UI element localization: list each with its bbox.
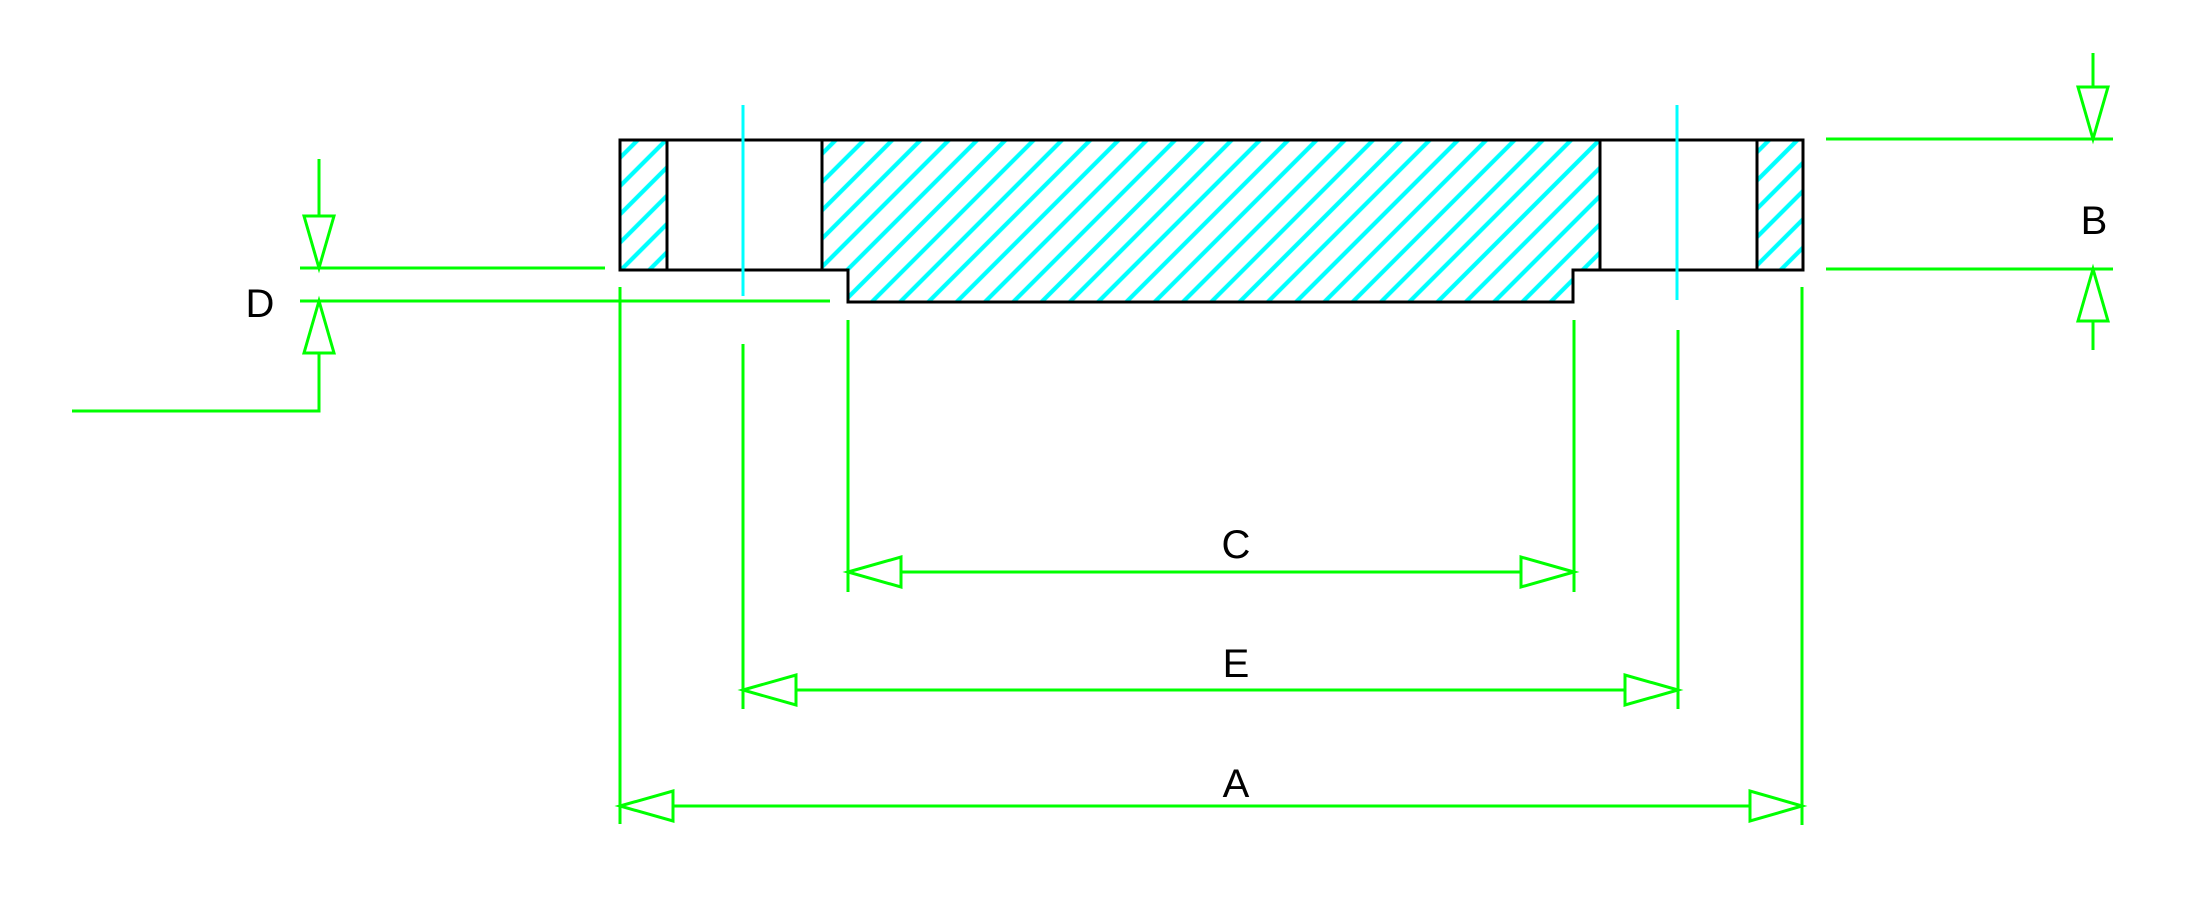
dim-c-label: C bbox=[1222, 523, 1251, 567]
dim-b-label: B bbox=[2081, 199, 2108, 243]
dim-d-label: D bbox=[246, 282, 275, 326]
arrowhead-right-icon bbox=[1519, 555, 1580, 589]
flange-outline bbox=[618, 138, 1805, 304]
hatch-center-body bbox=[822, 140, 1600, 302]
dimension-e: E bbox=[737, 330, 1684, 709]
arrowhead-left-icon bbox=[842, 555, 903, 589]
dimensions: B D C bbox=[72, 53, 2113, 825]
hatch-right-rim bbox=[1757, 140, 1803, 270]
centerlines bbox=[741, 105, 1679, 300]
dimension-c: C bbox=[842, 320, 1580, 592]
arrowhead-right-icon bbox=[1748, 789, 1808, 823]
dimension-d: D bbox=[72, 159, 830, 413]
dimension-a: A bbox=[614, 287, 1808, 825]
hatch-regions bbox=[620, 140, 1803, 302]
arrowhead-left-icon bbox=[614, 789, 675, 823]
leader-line bbox=[72, 353, 321, 413]
dim-e-label: E bbox=[1223, 642, 1250, 686]
arrowhead-left-icon bbox=[737, 673, 798, 707]
arrowhead-down-icon bbox=[2076, 85, 2110, 145]
hatch-left-rim bbox=[620, 140, 667, 270]
flange-profile bbox=[618, 138, 1805, 304]
arrowhead-down-icon bbox=[302, 214, 336, 274]
dim-a-label: A bbox=[1223, 762, 1250, 806]
arrowhead-right-icon bbox=[1623, 673, 1684, 707]
dimension-b: B bbox=[1826, 53, 2113, 350]
